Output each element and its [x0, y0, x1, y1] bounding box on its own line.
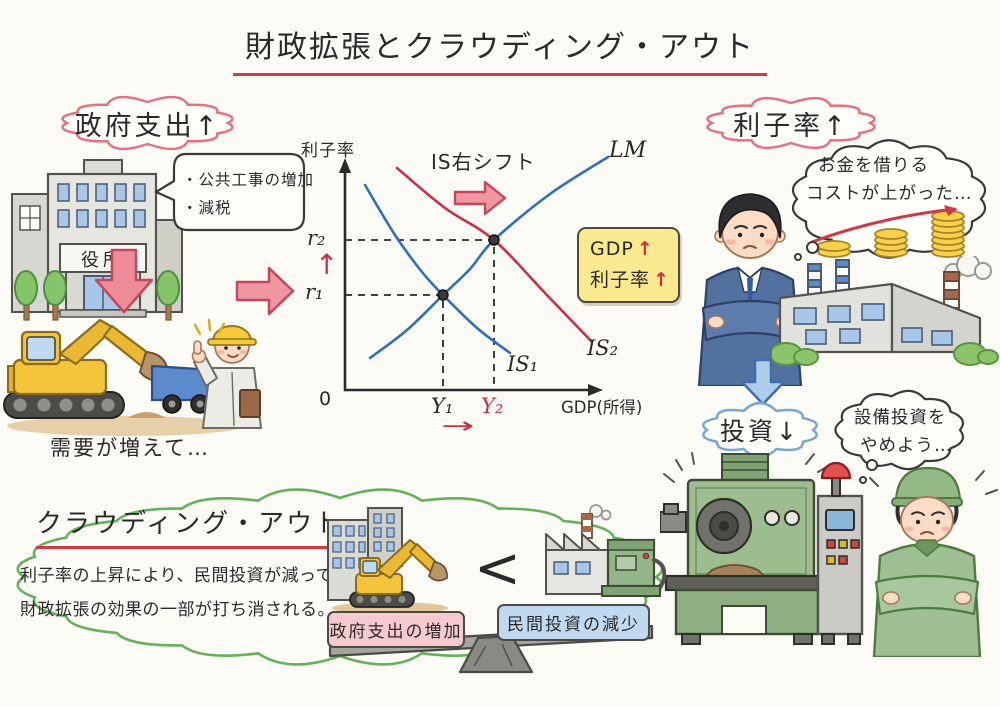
less-than-sign: < [474, 536, 521, 601]
origin-label: 0 [319, 388, 332, 410]
result-line-rate: 利子率↑ [590, 265, 678, 292]
gov-spending-label: 政府支出↑ [74, 110, 221, 142]
machine-illustration [660, 452, 864, 645]
down-arrow-icon [740, 358, 786, 406]
islm-chart: 利子率 LM IS右シフト r₂ ↑ r₁ 0 Y₁ Y₂ → GDP(所得) … [295, 130, 665, 439]
thought-dot [806, 241, 819, 254]
result-rate-arrow: ↑ [653, 269, 670, 291]
r2-label: r₂ [307, 226, 326, 250]
pink-cloud-outline-icon [706, 96, 876, 150]
demand-caption: 需要が増えて… [50, 436, 210, 460]
interest-rate-bubble: 利子率↑ [700, 91, 882, 155]
gov-note-1: ・公共工事の増加 [182, 171, 315, 189]
crowding-description: 利子率の上昇により、民間投資が減って 財政拡張の効果の一部が打ち消される。 [20, 559, 335, 627]
thought-dot [866, 459, 878, 471]
stop-investment-thought-bubble: 設備投資を やめよう… [830, 386, 970, 474]
y1-label: Y₁ [431, 394, 454, 418]
thought-dot [794, 253, 802, 261]
is-shift-label: IS右シフト [431, 150, 536, 174]
crowding-desc-line1: 利子率の上昇により、民間投資が減って [20, 566, 334, 586]
page-title: 財政拡張とクラウディング・アウト [233, 22, 767, 76]
result-line-gdp: GDP↑ [590, 238, 678, 260]
lm-curve-label: LM [609, 138, 647, 163]
y2-label: Y₂ [481, 394, 504, 418]
tree-icon [14, 270, 180, 321]
islm-plot-area [339, 155, 610, 396]
crowding-heading: クラウディング・アウト [36, 503, 343, 549]
investment-down-label: 投資↓ [720, 417, 800, 446]
crowding-desc-line2: 財政拡張の効果の一部が打ち消される。 [20, 600, 335, 620]
construction-scene-illustration [3, 318, 263, 436]
scale-left-box: 政府支出の増加 [327, 611, 465, 648]
is1-curve-label: IS₁ [507, 352, 539, 376]
warning-lamp-icon [820, 461, 852, 480]
down-arrow-icon [94, 248, 154, 314]
interest-rate-label: 利子率↑ [733, 110, 849, 142]
private-investment-mini-illustration [545, 504, 666, 597]
borrow-cost-line2: コストが上がった… [806, 184, 973, 204]
y-axis-label: 利子率 [301, 141, 355, 161]
rate-up-arrow: ↑ [315, 248, 339, 281]
thought-dot [859, 476, 867, 484]
right-arrow-icon [235, 266, 295, 316]
thought-bubble-icon [834, 389, 964, 471]
blue-cloud-outline-icon [702, 401, 818, 459]
r1-label: r₁ [305, 280, 324, 304]
factory-worker-illustration [869, 466, 998, 657]
result-gdp-label: GDP [590, 238, 634, 260]
borrow-cost-thought-bubble: お金を借りる コストが上がった… [786, 136, 992, 262]
worker-thumbs-up [191, 318, 263, 429]
result-box: GDP↑ 利子率↑ [577, 227, 680, 303]
x-axis-label: GDP(所得) [561, 398, 643, 417]
factory-illustration [772, 256, 999, 366]
income-shift-arrow: → [441, 414, 475, 439]
scale-left-label: 政府支出の増加 [329, 622, 463, 642]
result-rate-label: 利子率 [590, 269, 651, 291]
is2-curve-label: IS₂ [587, 336, 619, 360]
stop-investment-line1: 設備投資を [854, 408, 947, 428]
scale-right-box: 民間投資の減少 [497, 604, 650, 641]
page-title-wrap: 財政拡張とクラウディング・アウト [0, 22, 1000, 76]
investment-down-bubble: 投資↓ [696, 399, 824, 461]
rising-coins-icon [810, 205, 965, 258]
gov-note-2: ・減税 [182, 199, 232, 217]
crowding-heading-wrap: クラウディング・アウト [36, 503, 343, 549]
gov-spending-bubble: 政府支出↑ [55, 90, 240, 156]
pink-cloud-outline-icon [61, 95, 234, 151]
gov-note-bubble: ・公共工事の増加 ・減税 [152, 148, 313, 238]
borrow-cost-line1: お金を借りる [818, 156, 929, 176]
shift-right-arrow-icon [453, 180, 507, 216]
scale-right-label: 民間投資の減少 [507, 615, 640, 635]
result-gdp-arrow: ↑ [636, 238, 654, 260]
speech-bubble-icon [154, 152, 306, 232]
stop-investment-line2: やめよう… [860, 436, 953, 456]
